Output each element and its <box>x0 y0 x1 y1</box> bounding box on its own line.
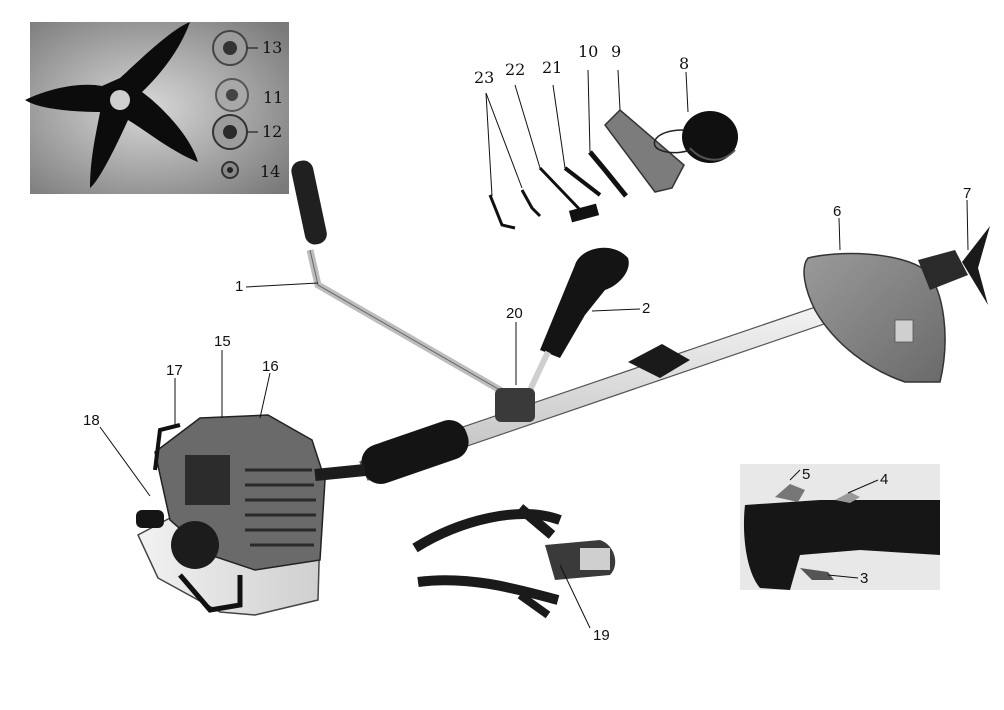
callout-8: 8 <box>679 54 690 73</box>
callout-21: 21 <box>542 58 563 77</box>
recoil-starter <box>171 521 219 569</box>
left-grip <box>291 160 327 245</box>
callout-18: 18 <box>83 412 100 429</box>
brush-cutter <box>136 160 990 616</box>
blade-tip <box>962 226 990 305</box>
callout-15: 15 <box>214 333 231 350</box>
engine-frame <box>178 573 243 613</box>
screwdriver-icon <box>588 150 628 198</box>
callout-11: 11 <box>263 88 284 107</box>
callout-9: 9 <box>611 42 622 61</box>
callout-3: 3 <box>860 570 869 587</box>
leader-lines <box>99 199 969 497</box>
callout-4: 4 <box>880 471 889 488</box>
engine <box>136 414 366 616</box>
blade-icon <box>25 22 198 188</box>
handle-clamp <box>495 388 535 422</box>
shaft-clamp <box>628 344 690 378</box>
callout-5: 5 <box>802 466 811 483</box>
hex-key-icon <box>488 194 516 230</box>
guard-cover-icon <box>604 108 685 193</box>
callout-22: 22 <box>505 60 526 79</box>
throttle-trigger <box>800 568 834 580</box>
spark-plug-wrench-icon <box>538 166 587 217</box>
callout-19: 19 <box>593 627 610 644</box>
choke-lever <box>153 423 181 471</box>
washer-13-icon <box>212 30 248 66</box>
blade-inset <box>25 22 289 194</box>
nut-14-icon <box>221 161 239 179</box>
callout-10: 10 <box>578 42 599 61</box>
trimmer-head-icon <box>653 111 738 163</box>
tool-kit <box>485 69 738 230</box>
callout-23: 23 <box>474 68 495 87</box>
callout-14: 14 <box>260 162 281 181</box>
fuel-cap <box>136 510 164 528</box>
throttle-handle <box>540 247 629 358</box>
hex-key-icon <box>520 189 542 218</box>
lock-button <box>775 484 805 502</box>
callout-12: 12 <box>262 122 283 141</box>
callout-20: 20 <box>506 305 523 322</box>
callout-13: 13 <box>262 38 283 57</box>
throttle-inset <box>740 464 940 590</box>
blade-guard <box>803 252 946 383</box>
callout-2: 2 <box>642 300 651 317</box>
callout-7: 7 <box>963 185 972 202</box>
throttle-body <box>743 500 940 590</box>
wrench-icon <box>563 166 602 197</box>
harness <box>412 504 616 629</box>
gear-head <box>918 250 968 290</box>
washer-11-icon <box>215 78 249 112</box>
handlebar <box>306 249 523 408</box>
washer-12-icon <box>212 114 248 150</box>
callout-1: 1 <box>235 278 244 295</box>
callout-6: 6 <box>833 203 842 220</box>
callout-16: 16 <box>262 358 279 375</box>
cooling-vents <box>245 468 316 547</box>
stop-switch <box>835 492 860 503</box>
callout-17: 17 <box>166 362 183 379</box>
shaft-grip <box>361 420 469 484</box>
